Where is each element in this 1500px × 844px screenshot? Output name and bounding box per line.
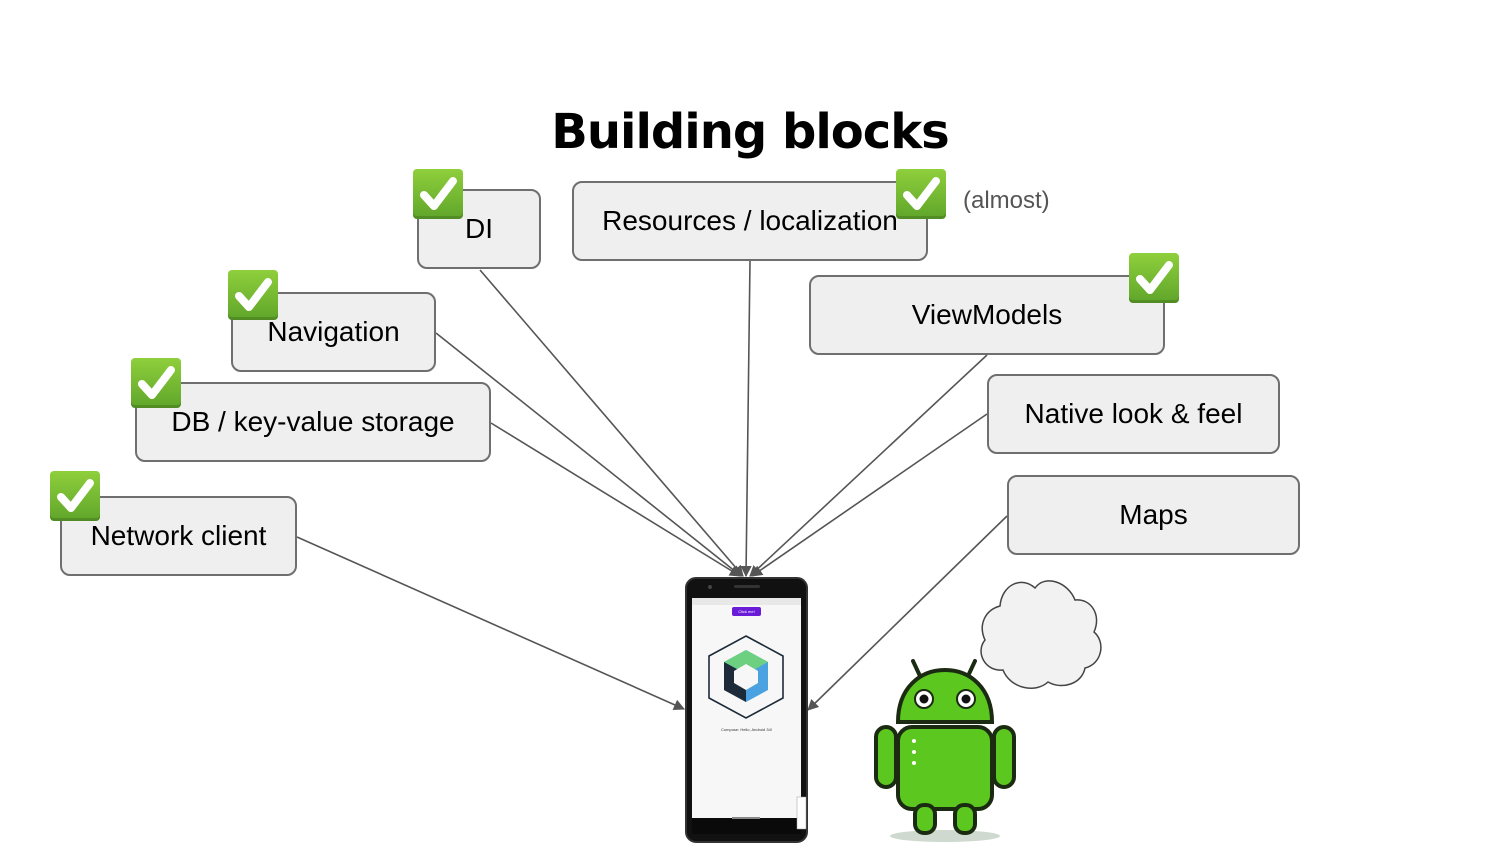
check-icon <box>896 169 946 219</box>
block-resources: Resources / localization <box>572 181 928 261</box>
arrow-di <box>479 269 744 577</box>
block-network: Network client <box>60 496 297 576</box>
block-navigation: Navigation <box>231 292 436 372</box>
block-viewmodels: ViewModels <box>809 275 1165 355</box>
slide-title: Building blocks <box>551 104 949 160</box>
arrow-db <box>490 422 741 577</box>
almost-note: (almost) <box>963 187 1050 214</box>
block-label: Resources / localization <box>602 205 898 236</box>
arrow-native <box>751 413 988 577</box>
block-label: DI <box>465 213 493 244</box>
check-icon <box>228 270 278 320</box>
block-label: DB / key-value storage <box>171 406 455 437</box>
phone-click-button[interactable]: Click me! <box>738 609 755 614</box>
arrow-resources <box>740 260 752 578</box>
block-label: Network client <box>90 520 267 551</box>
arrow-network <box>296 536 686 711</box>
block-db: DB / key-value storage <box>135 382 491 462</box>
check-icon <box>50 471 100 521</box>
block-label: ViewModels <box>911 299 1063 330</box>
block-label: Navigation <box>267 316 400 347</box>
block-label: Maps <box>1119 499 1188 530</box>
check-icon <box>413 169 463 219</box>
check-icon <box>1129 253 1179 303</box>
block-maps: Maps <box>1007 475 1300 555</box>
arrow-viewmodels <box>749 354 988 577</box>
block-label: Native look & feel <box>1024 398 1243 429</box>
check-icon <box>131 358 181 408</box>
arrow-maps <box>807 515 1008 711</box>
arrow-navigation <box>435 332 742 577</box>
phone-greeting-text: Compose: Hello, Android 34! <box>721 727 772 732</box>
block-native-look: Native look & feel <box>987 374 1280 454</box>
